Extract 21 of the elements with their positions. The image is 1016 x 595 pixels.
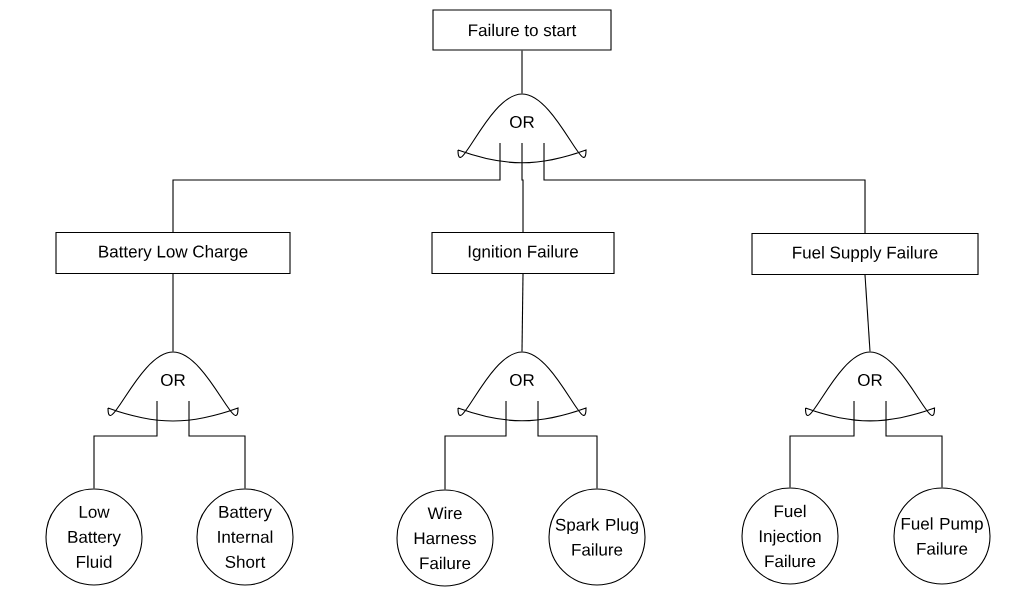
connector-line (93, 400, 158, 489)
event-box: Ignition Failure (431, 231, 615, 275)
connector-line (172, 273, 174, 352)
or-gate: OR (457, 351, 587, 422)
connector-line (172, 142, 501, 233)
connector-line (444, 400, 507, 490)
connector-line (188, 400, 246, 489)
or-gate: OR (457, 93, 587, 164)
event-box: Battery Low Charge (55, 231, 291, 275)
connector-line (521, 142, 524, 233)
or-gate: OR (107, 351, 239, 422)
or-gate: OR (804, 351, 936, 422)
connector-line (543, 142, 866, 234)
event-box: Failure to start (432, 9, 612, 51)
connector-line (521, 273, 524, 352)
connector-line (864, 274, 871, 352)
connector-line (885, 400, 943, 488)
connector-line (789, 400, 855, 488)
event-box: Fuel Supply Failure (751, 232, 979, 276)
connector-line (521, 50, 523, 94)
connector-line (537, 400, 598, 489)
